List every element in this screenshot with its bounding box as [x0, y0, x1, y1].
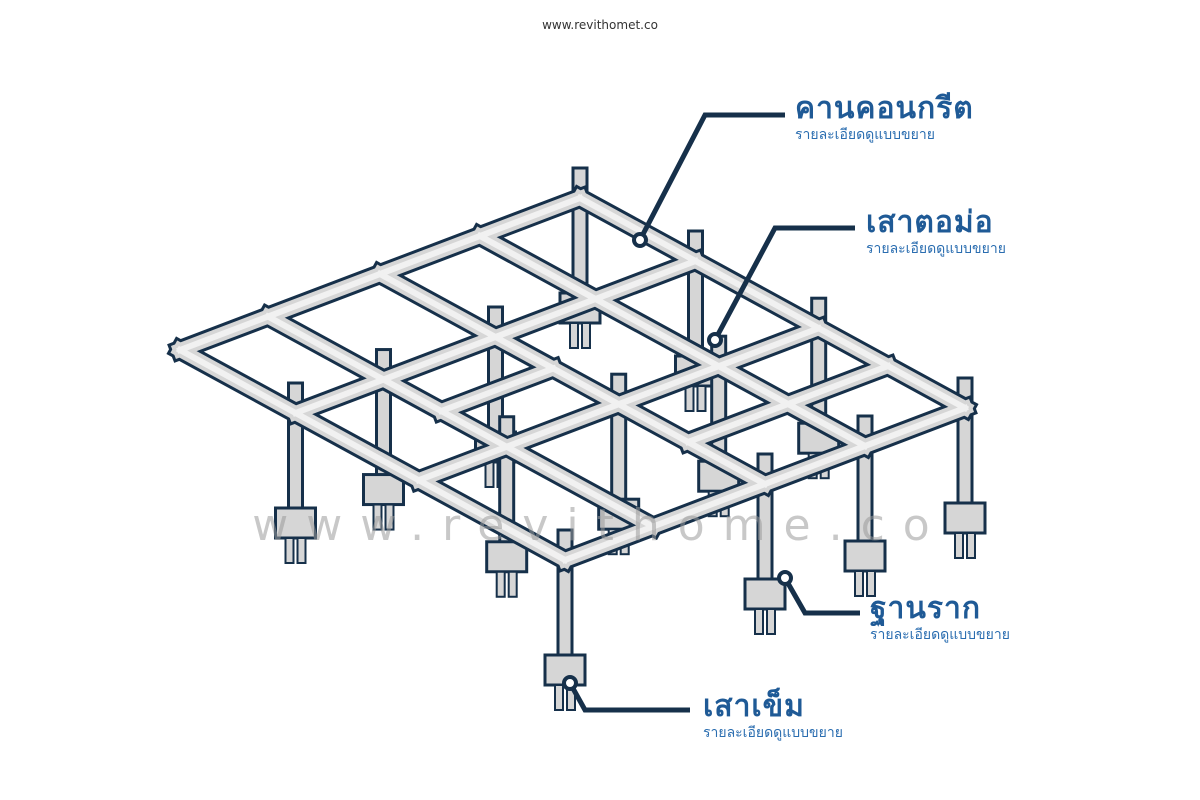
beam: [175, 345, 570, 565]
beam: [414, 324, 823, 485]
pile: [866, 570, 876, 597]
leader-lines: [562, 112, 860, 713]
pile: [296, 537, 307, 564]
pile: [284, 537, 295, 564]
pile: [581, 322, 591, 349]
pile: [854, 570, 864, 597]
footing: [274, 506, 317, 540]
label-beam: คานคอนกรีต รายละเอียดดูแบบขยาย: [795, 92, 974, 144]
label-title: ฐานราก: [870, 591, 982, 626]
leader-beam: [637, 112, 785, 242]
leader-dot-stub-column: [707, 332, 723, 348]
pile: [954, 532, 964, 559]
beam: [437, 364, 558, 415]
pile: [696, 385, 707, 412]
pile: [554, 684, 564, 711]
label-subtitle: รายละเอียดดูแบบขยาย: [866, 241, 1006, 257]
label-subtitle: รายละเอียดดูแบบขยาย: [795, 127, 935, 143]
pile: [384, 503, 395, 531]
leader-dot-beam: [632, 232, 648, 248]
leader-footing: [782, 576, 860, 616]
watermark: www.revithome.co: [252, 500, 947, 551]
beam: [475, 231, 870, 451]
leader-dot-pile: [562, 675, 578, 691]
pile: [684, 385, 695, 412]
footing: [843, 539, 887, 573]
label-subtitle: รายละเอียดดูแบบขยาย: [870, 627, 1010, 643]
label-title: เสาเข็ม: [703, 689, 805, 724]
pile: [372, 503, 383, 531]
pile: [495, 570, 506, 598]
beam: [375, 269, 770, 489]
site-url: www.revithomet.co: [542, 18, 658, 32]
footing: [743, 577, 787, 611]
leader-stub-column: [712, 225, 855, 342]
leader-pile: [567, 681, 690, 713]
beam: [684, 362, 892, 446]
beam: [263, 312, 658, 531]
label-pile: เสาเข็ม รายละเอียดดูแบบขยาย: [703, 690, 843, 742]
label-footing: ฐานราก รายละเอียดดูแบบขยาย: [870, 592, 1010, 644]
pile: [507, 570, 518, 598]
pile: [569, 322, 579, 349]
footing: [943, 501, 987, 535]
pile: [754, 608, 764, 635]
beam: [291, 257, 700, 417]
label-title: เสาตอม่อ: [866, 205, 994, 240]
label-subtitle: รายละเอียดดูแบบขยาย: [703, 725, 843, 741]
label-title: คานคอนกรีต: [795, 91, 974, 126]
pile: [966, 532, 976, 559]
label-stub-column: เสาตอม่อ รายละเอียดดูแบบขยาย: [866, 206, 1006, 258]
pile: [484, 461, 495, 488]
leader-dot-footing: [777, 570, 793, 586]
pile: [766, 608, 776, 635]
